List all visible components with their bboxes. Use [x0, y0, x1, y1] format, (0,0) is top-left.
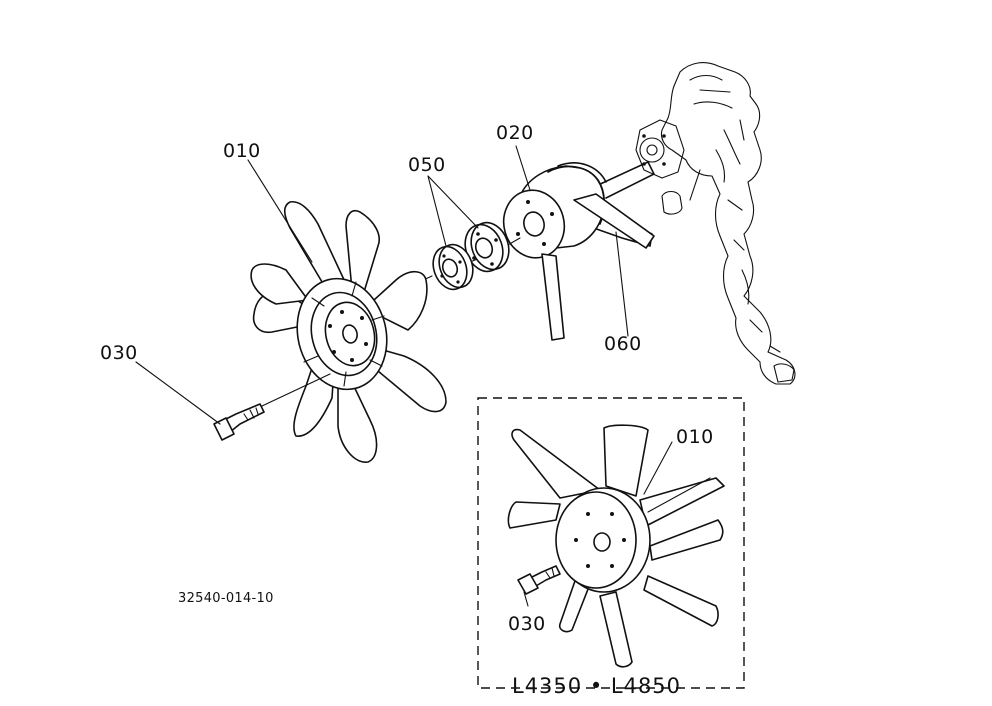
- water-pump-drawing: [635, 62, 796, 385]
- inset-bolt-drawing: [517, 565, 561, 607]
- label-belt: 060: [604, 333, 642, 355]
- label-fan: 010: [223, 140, 261, 162]
- fan-pulley-and-belt-drawing: [502, 161, 655, 341]
- label-bolt: 030: [100, 342, 138, 364]
- label-pulley: 020: [496, 122, 534, 144]
- inset-label-fan: 010: [676, 426, 714, 448]
- cooling-fan-drawing: [247, 159, 447, 463]
- inset-frame: [477, 397, 745, 689]
- inset-label-bolt: 030: [508, 613, 546, 635]
- fan-bolt-drawing: [135, 361, 331, 441]
- spacers-drawing: [409, 175, 521, 291]
- label-spacers: 050: [408, 154, 446, 176]
- inset-model-caption: L4350 • L4850: [512, 674, 681, 698]
- drawing-number: 32540-014-10: [178, 591, 274, 606]
- inset-fan-drawing: [507, 424, 725, 668]
